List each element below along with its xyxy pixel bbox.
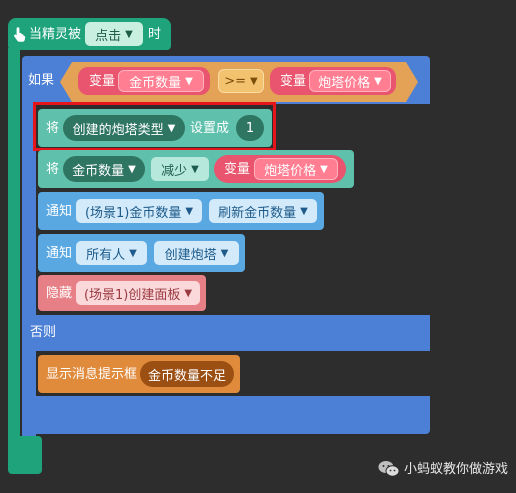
event-block[interactable]: 当精灵被 点击 ▼ 时 (8, 18, 171, 50)
condition-left-prefix: 变量 (89, 74, 116, 89)
reduce-variable-value: 金币数量 (72, 163, 125, 179)
hide-target-value: (场景1)创建面板 (83, 287, 181, 303)
selection-highlight (33, 102, 276, 151)
chevron-down-icon: ▼ (125, 28, 133, 40)
message-value: 金币数量不足 (147, 368, 226, 384)
reduce-prefix: 将 (46, 162, 60, 177)
wechat-icon (378, 461, 400, 477)
hide-block[interactable]: 隐藏 (场景1)创建面板 ▼ (38, 275, 206, 311)
message-value-input[interactable]: 金币数量不足 (140, 361, 234, 387)
chevron-down-icon: ▼ (185, 205, 194, 217)
change-variable-block[interactable]: 将 金币数量 ▼ 减少 ▼ 变量 炮塔价格 ▼ (38, 150, 354, 188)
chevron-down-icon: ▼ (220, 247, 229, 259)
notify-block[interactable]: 通知 所有人 ▼ 创建炮塔 ▼ (38, 234, 245, 272)
message-label: 显示消息提示框 (46, 367, 138, 382)
chevron-down-icon: ▼ (191, 163, 199, 175)
event-foot (8, 436, 42, 474)
event-spine (8, 48, 20, 440)
set-value-input[interactable]: 1 (236, 115, 264, 141)
notify-target-value: 所有人 (86, 247, 126, 263)
set-variable-dropdown[interactable]: 创建的炮塔类型 ▼ (63, 115, 185, 141)
notify-label: 通知 (46, 246, 73, 261)
reduce-value-variable[interactable]: 变量 炮塔价格 ▼ (214, 155, 346, 183)
if-else-bottom (22, 396, 430, 434)
chevron-down-icon: ▼ (300, 205, 308, 217)
operation-dropdown[interactable]: 减少 ▼ (151, 157, 209, 181)
trigger-dropdown[interactable]: 点击 ▼ (85, 22, 143, 46)
notify-block[interactable]: 通知 (场景1)金币数量 ▼ 刷新金币数量 ▼ (38, 192, 324, 230)
if-else-arm-left (22, 100, 36, 436)
event-suffix: 时 (148, 27, 162, 42)
watermark-text: 小蚂蚁教你做游戏 (404, 462, 509, 477)
chevron-down-icon: ▼ (128, 163, 136, 175)
notify-message-dropdown[interactable]: 创建炮塔 ▼ (154, 241, 239, 265)
show-message-block[interactable]: 显示消息提示框 金币数量不足 (38, 355, 240, 393)
reduce-value-var: 炮塔价格 (264, 163, 317, 179)
chevron-down-icon: ▼ (185, 75, 193, 87)
notify-target-dropdown[interactable]: (场景1)金币数量 ▼ (76, 199, 202, 223)
chevron-down-icon: ▼ (250, 75, 258, 87)
event-label: 当精灵被 (29, 27, 82, 42)
condition-right-prefix: 变量 (280, 74, 307, 89)
reduce-value-dropdown[interactable]: 炮塔价格 ▼ (254, 158, 338, 180)
if-label: 如果 (28, 73, 55, 88)
reduce-value-prefix: 变量 (224, 162, 251, 177)
chevron-down-icon: ▼ (374, 75, 382, 87)
notify-label: 通知 (46, 204, 73, 219)
condition-right-var: 炮塔价格 (318, 75, 371, 91)
else-header (22, 315, 430, 351)
set-value: 1 (245, 120, 255, 136)
notify-message-dropdown[interactable]: 刷新金币数量 ▼ (209, 199, 317, 223)
notify-target-dropdown[interactable]: 所有人 ▼ (76, 241, 147, 265)
condition-left-dropdown[interactable]: 金币数量 ▼ (118, 70, 204, 92)
condition-right-dropdown[interactable]: 炮塔价格 ▼ (309, 70, 391, 92)
condition-right-variable[interactable]: 变量 炮塔价格 ▼ (270, 67, 396, 95)
pointer-hand-icon (14, 27, 26, 42)
notify-target-value: (场景1)金币数量 (84, 205, 182, 221)
chevron-down-icon: ▼ (167, 122, 176, 134)
notify-message-value: 刷新金币数量 (218, 205, 297, 221)
condition-left-variable[interactable]: 变量 金币数量 ▼ (78, 67, 210, 95)
trigger-dropdown-value: 点击 (95, 28, 122, 44)
hide-label: 隐藏 (46, 286, 73, 301)
chevron-down-icon: ▼ (129, 247, 137, 259)
reduce-variable-dropdown[interactable]: 金币数量 ▼ (63, 156, 145, 182)
operator-value: >= (224, 73, 247, 89)
else-label: 否则 (30, 325, 57, 340)
chevron-down-icon: ▼ (320, 163, 328, 175)
operator-dropdown[interactable]: >= ▼ (218, 69, 264, 93)
hide-target-dropdown[interactable]: (场景1)创建面板 ▼ (76, 281, 200, 305)
set-middle: 设置成 (190, 121, 230, 136)
operation-value: 减少 (161, 163, 188, 179)
set-variable-block[interactable]: 将 创建的炮塔类型 ▼ 设置成 1 (38, 109, 272, 147)
set-variable-value: 创建的炮塔类型 (72, 122, 164, 138)
condition-left-var: 金币数量 (129, 75, 182, 91)
notify-message-value: 创建炮塔 (164, 247, 217, 263)
chevron-down-icon: ▼ (184, 287, 193, 299)
set-prefix: 将 (46, 121, 60, 136)
